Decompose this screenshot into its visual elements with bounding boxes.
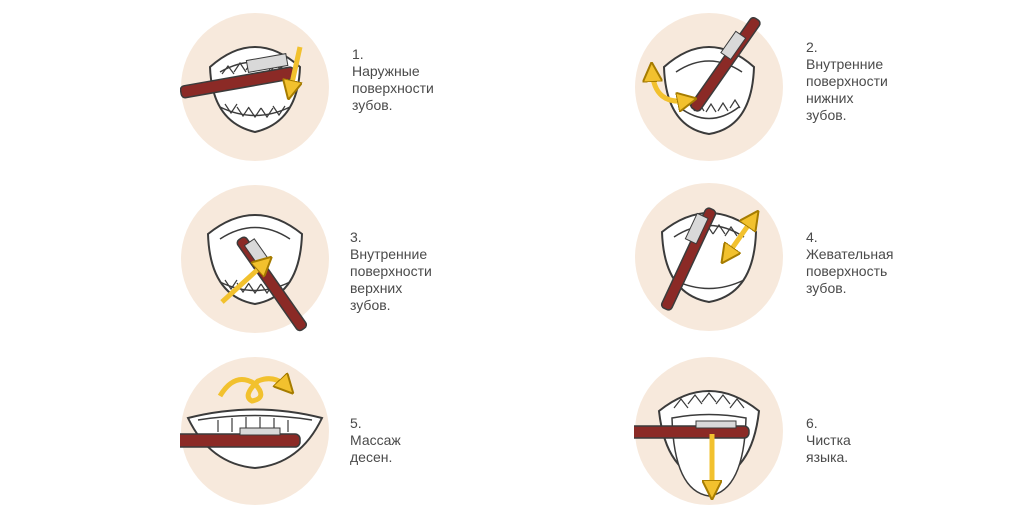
gum-massage-icon <box>180 356 330 506</box>
lower-inner-surface-brushing-icon <box>634 12 784 162</box>
step-2-caption: 2. Внутренние поверхности нижних зубов. <box>806 39 888 123</box>
upper-inner-surface-brushing-icon <box>180 184 330 334</box>
step-4-caption: 4. Жевательная поверхность зубов. <box>806 229 894 296</box>
step-1-caption: 1. Наружные поверхности зубов. <box>352 46 434 113</box>
step-3-caption: 3. Внутренние поверхности верхних зубов. <box>350 229 432 313</box>
chewing-surface-brushing-icon <box>634 182 784 332</box>
step-6-caption: 6. Чистка языка. <box>806 415 851 465</box>
step-5-caption: 5. Массаж десен. <box>350 415 401 465</box>
tongue-cleaning-icon <box>634 356 784 506</box>
outer-surface-brushing-icon <box>180 12 330 162</box>
